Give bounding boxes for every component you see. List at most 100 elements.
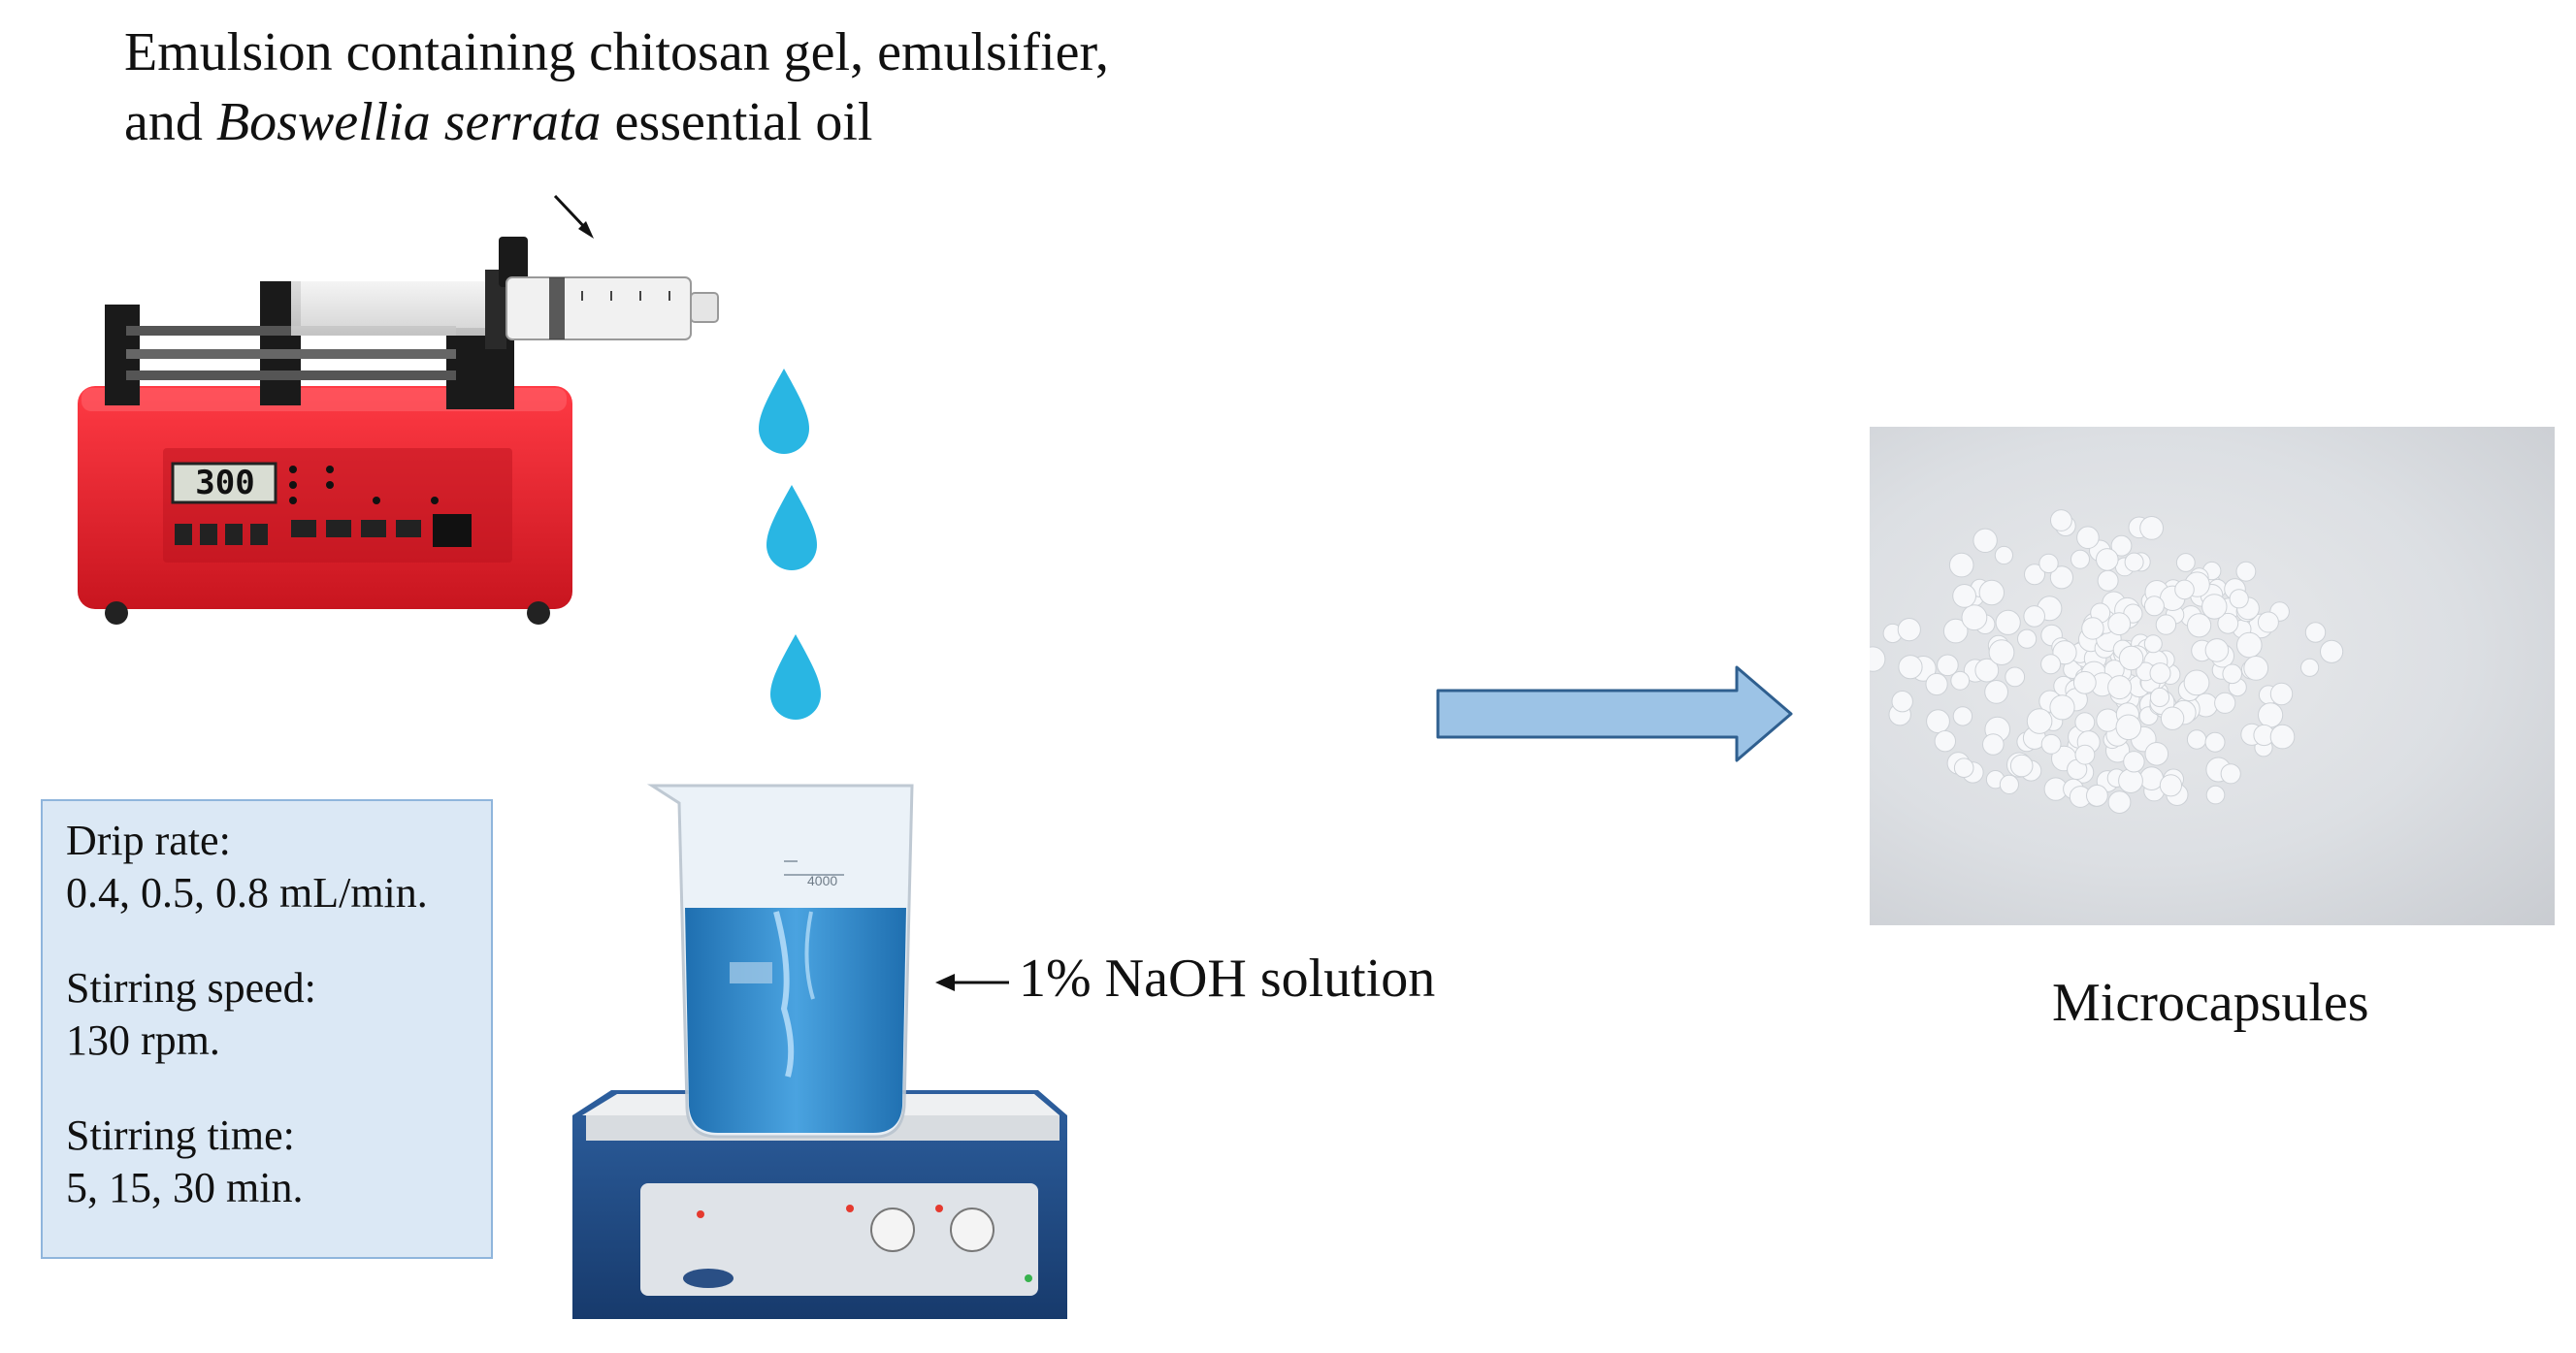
microcapsule-bead (2040, 654, 2062, 675)
beaker (646, 784, 914, 1139)
microcapsule-bead (2220, 763, 2241, 785)
title: Emulsion containing chitosan gel, emulsi… (124, 17, 1109, 157)
microcapsule-bead (2269, 724, 2296, 750)
microcapsule-bead (1999, 774, 2019, 794)
microcapsule-bead (2175, 553, 2196, 572)
microcapsule-bead (2123, 751, 2145, 773)
microcapsule-bead (1937, 654, 1959, 677)
microcapsule-bead (2096, 708, 2120, 732)
microcapsule-bead (1934, 730, 1957, 753)
species-name: Boswellia serrata (215, 92, 602, 152)
param-value: 0.4, 0.5, 0.8 mL/min. (66, 869, 428, 917)
microcapsule-bead (2149, 687, 2170, 708)
microcapsule-bead (1952, 706, 1973, 726)
microcapsule-bead (1948, 552, 1974, 578)
microcapsule-bead (2229, 589, 2249, 609)
microcapsule-bead (2026, 708, 2053, 734)
microcapsule-bead (1891, 691, 1913, 713)
microcapsule-bead (2005, 666, 2026, 688)
microcapsule-bead (2257, 611, 2279, 633)
microcapsule-bead (2204, 731, 2226, 753)
microcapsule-bead (2071, 549, 2090, 569)
microcapsule-bead (2222, 663, 2243, 685)
process-arrow-icon (1436, 665, 1793, 762)
microcapsule-bead (2110, 534, 2133, 557)
microcapsule-bead (2174, 579, 2195, 600)
param-drip-rate: Drip rate: 0.4, 0.5, 0.8 mL/min. (66, 815, 468, 919)
microcapsule-bead (1988, 639, 2015, 666)
parameters-box: Drip rate: 0.4, 0.5, 0.8 mL/min. Stirrin… (41, 799, 493, 1259)
microcapsule-bead (2072, 670, 2097, 694)
microcapsule-bead (2144, 742, 2169, 766)
microcapsule-bead (2124, 552, 2144, 572)
microcapsules-photo (1870, 427, 2555, 925)
microcapsule-bead (2009, 754, 2034, 778)
microcapsule-bead (2204, 638, 2230, 662)
microcapsule-bead (2304, 622, 2327, 643)
microcapsule-bead (1984, 680, 2009, 704)
microcapsule-bead (1898, 655, 1923, 680)
microcapsule-bead (2097, 569, 2119, 592)
microcapsule-bead (2107, 612, 2132, 636)
param-value: 130 rpm. (66, 1016, 220, 1064)
microcapsule-bead (2074, 712, 2096, 733)
microcapsule-bead (1942, 618, 1969, 644)
microcapsule-bead (2040, 733, 2062, 755)
droplet-icon (766, 485, 817, 570)
microcapsule-bead (2159, 774, 2182, 797)
microcapsule-bead (1978, 579, 2005, 606)
microcapsule-bead (2155, 614, 2177, 635)
microcapsule-bead (2205, 785, 2226, 805)
microcapsule-bead (2024, 564, 2045, 586)
microcapsule-bead (2149, 662, 2171, 685)
param-label: Drip rate: (66, 817, 231, 864)
microcapsule-bead (1950, 670, 1971, 691)
microcapsule-bead (2081, 617, 2104, 640)
microcapsule-bead (2143, 596, 2165, 617)
microcapsule-bead (1953, 757, 1974, 779)
microcapsule-bead (2143, 634, 2163, 654)
microcapsule-bead (2187, 613, 2212, 638)
microcapsule-bead (2050, 509, 2072, 532)
microcapsule-bead (2258, 702, 2284, 728)
microcapsule-bead (2107, 675, 2133, 700)
naoh-arrow-icon (935, 974, 1009, 991)
microcapsule-bead (1870, 646, 1886, 672)
title-line-2: and Boswellia serrata essential oil (124, 92, 873, 152)
microcapsule-bead (2107, 790, 2132, 815)
microcapsule-bead (2023, 605, 2045, 628)
microcapsule-bead (2320, 639, 2344, 663)
pump-buttons (175, 466, 472, 547)
title-line-1: Emulsion containing chitosan gel, emulsi… (124, 22, 1109, 82)
microcapsule-bead (2186, 729, 2207, 750)
microcapsule-bead (2201, 594, 2228, 620)
microcapsule-bead (2139, 516, 2165, 540)
microcapsule-bead (2236, 631, 2263, 659)
microcapsule-bead (2115, 714, 2142, 741)
param-label: Stirring speed: (66, 964, 316, 1012)
param-value: 5, 15, 30 min. (66, 1164, 304, 1211)
microcapsule-bead (2017, 628, 2038, 649)
microcapsule-bead (2118, 645, 2144, 671)
droplet-icon (770, 634, 821, 720)
microcapsule-bead (1926, 709, 1950, 734)
microcapsule-bead (2217, 612, 2239, 634)
param-stirring-time: Stirring time: 5, 15, 30 min. (66, 1110, 468, 1214)
microcapsule-bead (2049, 694, 2075, 721)
syringe-pump (78, 237, 719, 625)
droplet-icon (759, 369, 809, 454)
microcapsules-label: Microcapsules (2052, 973, 2369, 1033)
microcapsule-bead (2086, 784, 2108, 807)
microcapsule-bead (2235, 561, 2257, 582)
microcapsule-bead (2160, 706, 2185, 730)
microcapsule-bead (2049, 565, 2073, 590)
naoh-label: 1% NaOH solution (1019, 949, 1436, 1009)
microcapsule-bead (2096, 548, 2119, 571)
param-stirring-speed: Stirring speed: 130 rpm. (66, 962, 468, 1067)
microcapsule-bead (2038, 553, 2059, 574)
microcapsule-bead (2269, 682, 2294, 706)
pointer-arrow-icon (553, 194, 594, 239)
microcapsule-beads (1870, 509, 2344, 815)
microcapsule-bead (2243, 656, 2269, 681)
